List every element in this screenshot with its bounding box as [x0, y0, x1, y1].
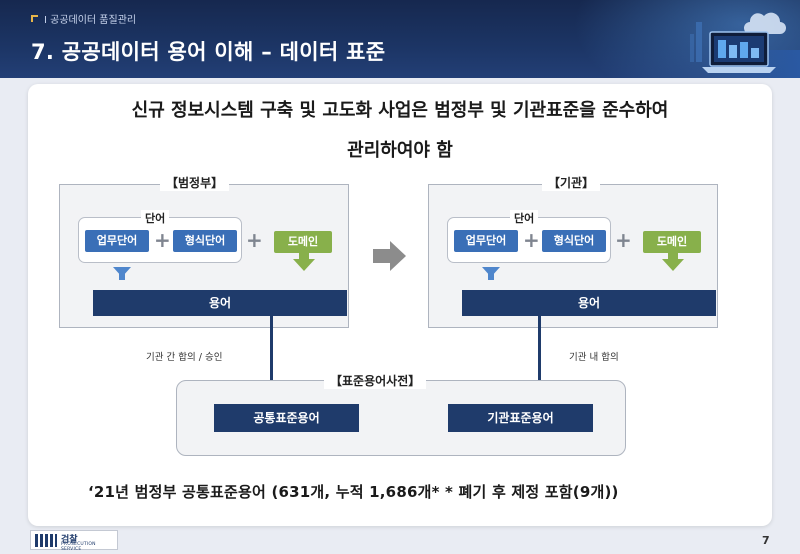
- prosecution-service-logo: 검찰 PROSECUTION SERVICE: [30, 530, 118, 552]
- page-number: 7: [762, 534, 770, 547]
- footnote: ‘21년 범정부 공통표준용어 (631개, 누적 1,686개* * 폐기 후…: [88, 483, 619, 501]
- form-word-chip: 형식단어: [542, 230, 606, 252]
- agency-panel-title: 【기관】: [542, 174, 601, 191]
- business-word-chip: 업무단어: [85, 230, 149, 252]
- standard-term-dictionary: 【표준용어사전】 공통표준용어 기관표준용어: [176, 372, 626, 456]
- gov-wide-panel: 【범정부】 단어 업무단어 + 형식단어 + 도메인 용어: [59, 174, 349, 328]
- page-title: 7. 공공데이터 용어 이해 – 데이터 표준: [31, 40, 386, 64]
- logo-bars-icon: [35, 534, 57, 547]
- arrow-stem: [299, 253, 309, 261]
- intra-agency-agreement-note: 기관 내 합의: [569, 352, 619, 363]
- laptop-cloud-icon: [690, 12, 786, 73]
- logo-subtitle: PROSECUTION SERVICE: [61, 542, 96, 552]
- arrow-down-icon: [482, 267, 500, 280]
- corner-bracket-icon: [31, 15, 38, 22]
- lead-text-line1: 신규 정보시스템 구축 및 고도화 사업은 범정부 및 기관표준을 준수하여: [131, 100, 669, 121]
- business-word-chip: 업무단어: [454, 230, 518, 252]
- lead-text-line2: 관리하여야 함: [347, 140, 453, 161]
- inter-agency-approval-note: 기관 간 합의 / 승인: [146, 352, 223, 363]
- gov-wide-panel-title: 【범정부】: [160, 174, 230, 191]
- dictionary-title: 【표준용어사전】: [324, 372, 427, 389]
- term-bar: 용어: [93, 290, 347, 316]
- domain-chip: 도메인: [643, 231, 701, 253]
- arrow-down-icon: [113, 267, 131, 280]
- form-word-chip: 형식단어: [173, 230, 237, 252]
- agency-panel: 【기관】 단어 업무단어 + 형식단어 + 도메인 용어: [428, 174, 718, 328]
- connector-line: [270, 315, 273, 385]
- arrow-down-icon: [293, 259, 315, 271]
- term-bar: 용어: [462, 290, 716, 316]
- arrow-stem: [668, 253, 678, 261]
- section-label: Ⅰ 공공데이터 품질관리: [44, 15, 137, 26]
- connector-line: [538, 315, 541, 385]
- plus-icon: +: [523, 228, 540, 252]
- arrow-down-icon: [662, 259, 684, 271]
- arrow-right-icon: [373, 241, 413, 271]
- plus-icon: +: [246, 228, 263, 252]
- word-group: 단어 업무단어 + 형식단어: [447, 210, 611, 263]
- logo-name: 검찰: [61, 535, 78, 545]
- word-group-label: 단어: [510, 210, 539, 226]
- plus-icon: +: [615, 228, 632, 252]
- agency-standard-term: 기관표준용어: [448, 404, 593, 432]
- content-card: 신규 정보시스템 구축 및 고도화 사업은 범정부 및 기관표준을 준수하여 관…: [28, 84, 772, 526]
- common-standard-term: 공통표준용어: [214, 404, 359, 432]
- word-group: 단어 업무단어 + 형식단어: [78, 210, 242, 263]
- plus-icon: +: [154, 228, 171, 252]
- word-group-label: 단어: [141, 210, 170, 226]
- domain-chip: 도메인: [274, 231, 332, 253]
- slide-header: Ⅰ 공공데이터 품질관리 7. 공공데이터 용어 이해 – 데이터 표준: [0, 0, 800, 78]
